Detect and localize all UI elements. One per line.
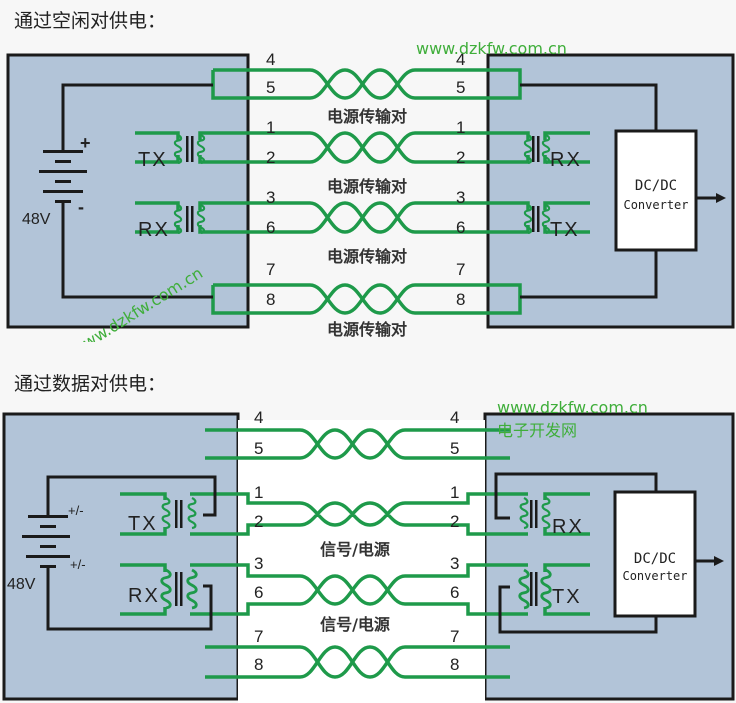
section-title: 通过数据对供电： (14, 373, 166, 395)
pin-label: 2 (254, 512, 263, 531)
battery-bottom-polarity: +/- (70, 557, 86, 572)
battery-minus: - (78, 197, 84, 217)
pin-label: 4 (456, 50, 465, 69)
pin-label: 4 (450, 408, 459, 427)
left-rx-transformer (120, 563, 198, 616)
pin-label: 5 (266, 78, 275, 97)
twisted-pair-45 (211, 68, 522, 100)
right-pin-labels: 4 5 1 2 3 6 7 8 (450, 408, 459, 674)
twisted-pair-78 (205, 645, 510, 679)
pin-label: 4 (266, 50, 275, 69)
right-tx-transformer (518, 563, 590, 616)
pair-label: 信号/电源 (320, 615, 390, 634)
twisted-pair-45 (205, 428, 510, 460)
watermark-url: www.dzkfw.com.cn (497, 398, 648, 417)
pin-label: 8 (254, 655, 263, 674)
left-pin-labels: 4 5 1 2 3 6 7 8 (254, 408, 263, 674)
power-wire-right (520, 83, 658, 299)
twisted-pair-12 (213, 131, 520, 164)
power-wire-left-bottom (46, 566, 213, 631)
pin-label: 3 (450, 554, 459, 573)
pin-label: 6 (266, 218, 275, 237)
battery-icon (39, 150, 87, 203)
pin-label: 2 (266, 148, 275, 167)
twisted-pair-36 (190, 563, 528, 616)
pair-label: 电源传输对 (327, 320, 407, 339)
pin-label: 3 (456, 188, 465, 207)
battery-plus: + (80, 133, 91, 153)
pin-label: 5 (254, 439, 263, 458)
pin-label: 3 (266, 188, 275, 207)
pin-label: 6 (450, 583, 459, 602)
section-data-pair-power: 通过数据对供电： (0, 342, 736, 703)
left-signal-tx: TX (128, 513, 158, 535)
left-pin-labels: 4 5 1 2 3 6 7 8 (266, 50, 275, 309)
power-wire-left (61, 83, 213, 299)
voltage-label: 48V (7, 576, 36, 593)
pin-label: 7 (254, 627, 263, 646)
voltage-label: 48V (22, 211, 51, 228)
pair-label: 电源传输对 (327, 177, 407, 196)
twisted-pair-36 (213, 201, 520, 234)
pin-label: 7 (450, 627, 459, 646)
right-signal-tx: TX (550, 219, 580, 241)
pin-label: 3 (254, 554, 263, 573)
right-rx-transformer (519, 492, 590, 536)
right-tx-transformer (520, 201, 590, 235)
pin-label: 1 (456, 118, 465, 137)
right-pin-labels: 4 5 1 2 3 6 7 8 (456, 50, 465, 309)
pin-label: 1 (450, 483, 459, 502)
pin-label: 7 (266, 260, 275, 279)
converter-label-2: Converter (622, 569, 687, 583)
pair-label: 电源传输对 (327, 107, 407, 126)
pin-label: 2 (450, 512, 459, 531)
pin-label: 8 (266, 290, 275, 309)
pin-label: 1 (254, 483, 263, 502)
pin-label: 4 (254, 408, 263, 427)
power-wire-left-top (46, 475, 217, 517)
converter-label-2: Converter (623, 198, 688, 212)
watermark-site-name: 电子开发网 (497, 421, 577, 440)
twisted-pair-12 (190, 492, 528, 536)
right-signal-rx: RX (550, 149, 582, 171)
pin-label: 1 (266, 118, 275, 137)
battery-icon (22, 515, 70, 568)
left-signal-tx: TX (138, 149, 168, 171)
section-title: 通过空闲对供电： (14, 10, 166, 32)
pin-label: 8 (456, 290, 465, 309)
right-signal-tx: TX (552, 586, 582, 608)
left-tx-transformer (120, 492, 197, 536)
dc-dc-converter (614, 129, 698, 252)
pair-label: 电源传输对 (327, 247, 407, 266)
power-wire-right-bottom (498, 585, 658, 634)
left-rx-transformer (135, 201, 213, 235)
pin-label: 8 (450, 655, 459, 674)
left-tx-transformer (135, 131, 213, 165)
pin-label: 7 (456, 260, 465, 279)
pin-label: 6 (254, 583, 263, 602)
watermark-url: www.dzkfw.com.cn (416, 39, 567, 58)
section-idle-pair-power: 通过空闲对供电： (6, 10, 735, 359)
output-arrow-icon (716, 193, 726, 203)
right-signal-rx: RX (552, 516, 584, 538)
twisted-pair-78 (211, 283, 522, 315)
left-signal-rx: RX (138, 219, 170, 241)
pin-label: 2 (456, 148, 465, 167)
pin-label: 5 (450, 439, 459, 458)
output-arrow-icon (714, 556, 724, 566)
pin-label: 6 (456, 218, 465, 237)
left-signal-rx: RX (128, 585, 160, 607)
pair-label: 信号/电源 (320, 540, 390, 559)
right-rx-transformer (520, 131, 590, 165)
converter-label-1: DC/DC (635, 178, 677, 194)
converter-label-1: DC/DC (634, 551, 676, 567)
pin-label: 5 (456, 78, 465, 97)
dc-dc-converter (613, 490, 697, 618)
battery-top-polarity: +/- (68, 503, 84, 518)
power-wire-right-top (494, 472, 658, 520)
